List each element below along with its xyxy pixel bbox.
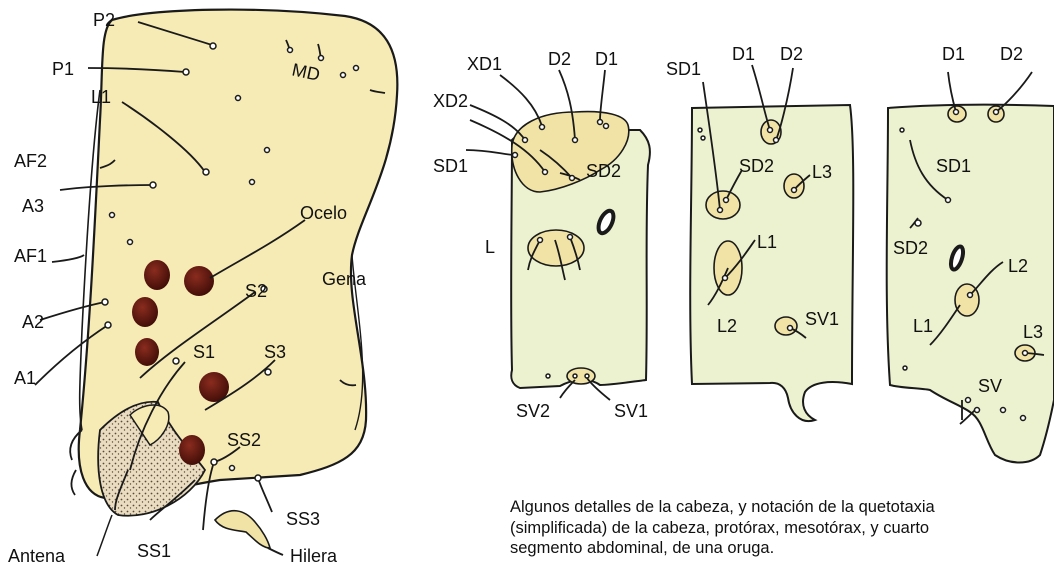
label-SS3: SS3 (286, 509, 320, 529)
label-SV2: SV2 (516, 401, 550, 421)
label-SD1: SD1 (433, 156, 468, 176)
label-Gena: Gena (322, 269, 367, 289)
label-A3: A3 (22, 196, 44, 216)
label-SD2: SD2 (586, 161, 621, 181)
label-meso-SD1: SD1 (666, 59, 701, 79)
label-Hilera: Hilera (290, 546, 338, 566)
label-meso-SV1: SV1 (805, 309, 839, 329)
label-Antena: Antena (8, 546, 66, 566)
caption-line-2: (simplificada) de la cabeza, protórax, m… (510, 518, 1054, 539)
label-meso-D1: D1 (732, 44, 755, 64)
label-AF2: AF2 (14, 151, 47, 171)
label-S3: S3 (264, 342, 286, 362)
label-S2: S2 (245, 281, 267, 301)
label-abd-SD1: SD1 (936, 156, 971, 176)
label-Ocelo: Ocelo (300, 203, 347, 223)
ocellus-3 (132, 297, 158, 327)
ocellus-6 (179, 435, 205, 465)
spinneret (215, 511, 270, 548)
label-abd-SV: SV (978, 376, 1002, 396)
label-D1: D1 (595, 49, 618, 69)
label-SV1: SV1 (614, 401, 648, 421)
label-L1: L1 (91, 87, 111, 107)
label-meso-L2: L2 (717, 316, 737, 336)
label-meso-L1: L1 (757, 232, 777, 252)
figure-caption: Algunos detalles de la cabeza, y notació… (510, 497, 1054, 559)
label-abd-D2: D2 (1000, 44, 1023, 64)
ocellus-1 (144, 260, 170, 290)
label-XD1: XD1 (467, 54, 502, 74)
label-S1: S1 (193, 342, 215, 362)
label-SS1: SS1 (137, 541, 171, 561)
caption-line-3: segmento abdominal, de una oruga. (510, 538, 1054, 559)
label-D2: D2 (548, 49, 571, 69)
label-A1: A1 (14, 368, 36, 388)
label-abd-L3: L3 (1023, 322, 1043, 342)
label-meso-L3: L3 (812, 162, 832, 182)
label-meso-SD2: SD2 (739, 156, 774, 176)
label-abd-D1: D1 (942, 44, 965, 64)
caption-line-1: Algunos detalles de la cabeza, y notació… (510, 497, 1054, 518)
label-P2: P2 (93, 10, 115, 30)
label-abd-L1: L1 (913, 316, 933, 336)
label-SS2: SS2 (227, 430, 261, 450)
label-abd-L2: L2 (1008, 256, 1028, 276)
label-AF1: AF1 (14, 246, 47, 266)
label-XD2: XD2 (433, 91, 468, 111)
label-L: L (485, 237, 495, 257)
label-meso-D2: D2 (780, 44, 803, 64)
label-A2: A2 (22, 312, 44, 332)
ocellus-4 (135, 338, 159, 366)
ocellus-2 (184, 266, 214, 296)
label-P1: P1 (52, 59, 74, 79)
label-abd-SD2: SD2 (893, 238, 928, 258)
